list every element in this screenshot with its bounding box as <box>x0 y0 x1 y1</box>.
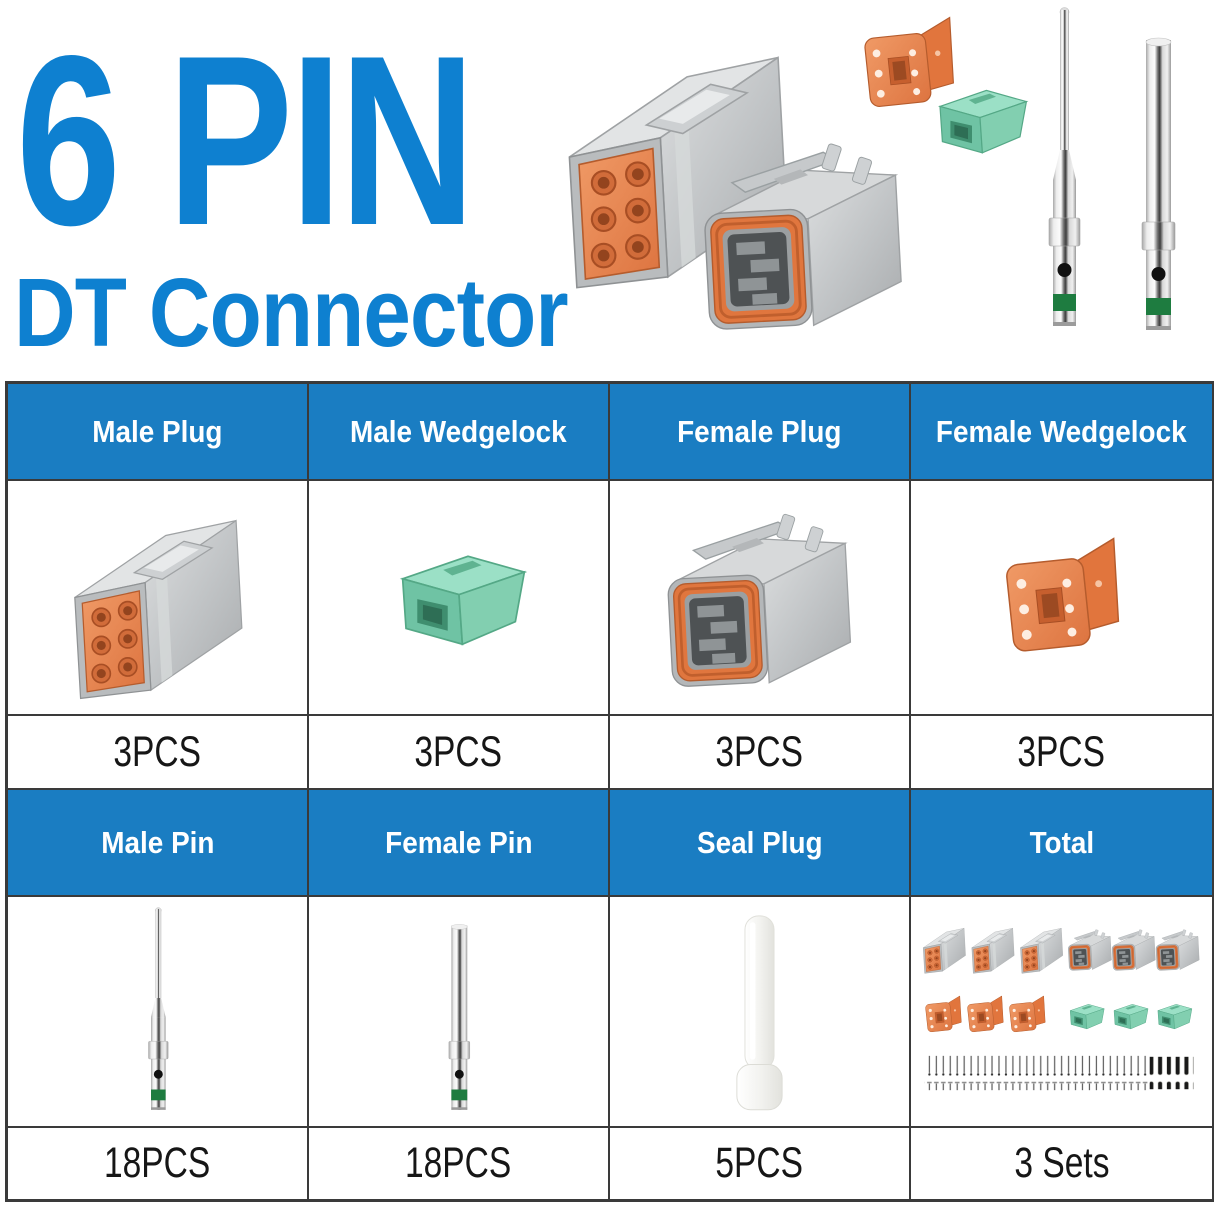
header-male-wedgelock: Male Wedgelock <box>309 384 610 481</box>
count-value: 3 Sets <box>1013 1139 1110 1187</box>
male-pin-image <box>1048 7 1081 327</box>
count-value: 3PCS <box>414 727 503 776</box>
header-female-pin: Female Pin <box>309 790 610 897</box>
header-label: Seal Plug <box>696 824 823 860</box>
male-wedgelock-image <box>401 554 525 645</box>
page-title: 6 PIN <box>16 6 476 276</box>
count-female-plug: 3PCS <box>610 716 911 790</box>
page-subtitle: DT Connector <box>14 258 569 367</box>
count-value: 3PCS <box>715 727 804 776</box>
count-total-sets: 3 Sets <box>911 1128 1212 1199</box>
header-female-wedgelock: Female Wedgelock <box>911 384 1212 481</box>
female-pin-image <box>448 923 470 1110</box>
seal-plug-image <box>736 914 783 1110</box>
female-wedgelock-image <box>1002 537 1125 653</box>
count-male-pin: 18PCS <box>8 1128 309 1199</box>
female-wedgelock-image-cell <box>911 481 1212 716</box>
male-plug-image-cell <box>8 481 309 716</box>
header-label: Male Wedgelock <box>350 413 567 449</box>
male-pin-image-cell <box>8 897 309 1128</box>
count-value: 18PCS <box>405 1139 512 1187</box>
count-female-wedgelock: 3PCS <box>911 716 1212 790</box>
female-wedgelock-image <box>862 16 959 108</box>
female-plug-image <box>666 511 852 688</box>
count-male-wedgelock: 3PCS <box>309 716 610 790</box>
header-male-plug: Male Plug <box>8 384 309 481</box>
total-kit-image-cell <box>911 897 1212 1128</box>
header-label: Male Pin <box>100 824 215 860</box>
header-label: Male Plug <box>92 413 223 449</box>
header-label: Female Wedgelock <box>936 413 1187 449</box>
parts-table: Male Plug Male Wedgelock Female Plug Fem… <box>5 381 1214 1202</box>
seal-plug-image-cell <box>610 897 911 1128</box>
count-male-plug: 3PCS <box>8 716 309 790</box>
count-value: 3PCS <box>1017 727 1106 776</box>
header-seal-plug: Seal Plug <box>610 790 911 897</box>
male-wedgelock-image <box>939 89 1028 154</box>
count-seal-plug: 5PCS <box>610 1128 911 1199</box>
female-pin-image <box>1141 37 1176 331</box>
header-total: Total <box>911 790 1212 897</box>
hero-product-collage <box>568 7 1176 332</box>
female-plug-image-cell <box>610 481 911 716</box>
header-label: Total <box>1029 824 1094 860</box>
header-female-plug: Female Plug <box>610 384 911 481</box>
female-pin-image-cell <box>309 897 610 1128</box>
male-wedgelock-image-cell <box>309 481 610 716</box>
header-label: Female Plug <box>677 413 842 449</box>
total-kit-image <box>919 907 1205 1117</box>
header-label: Female Pin <box>384 824 533 860</box>
count-value: 3PCS <box>113 727 202 776</box>
male-pin-image <box>147 906 168 1110</box>
header-male-pin: Male Pin <box>8 790 309 897</box>
count-female-pin: 18PCS <box>309 1128 610 1199</box>
count-value: 5PCS <box>715 1139 804 1187</box>
count-value: 18PCS <box>104 1139 211 1187</box>
male-plug-image <box>73 519 243 700</box>
